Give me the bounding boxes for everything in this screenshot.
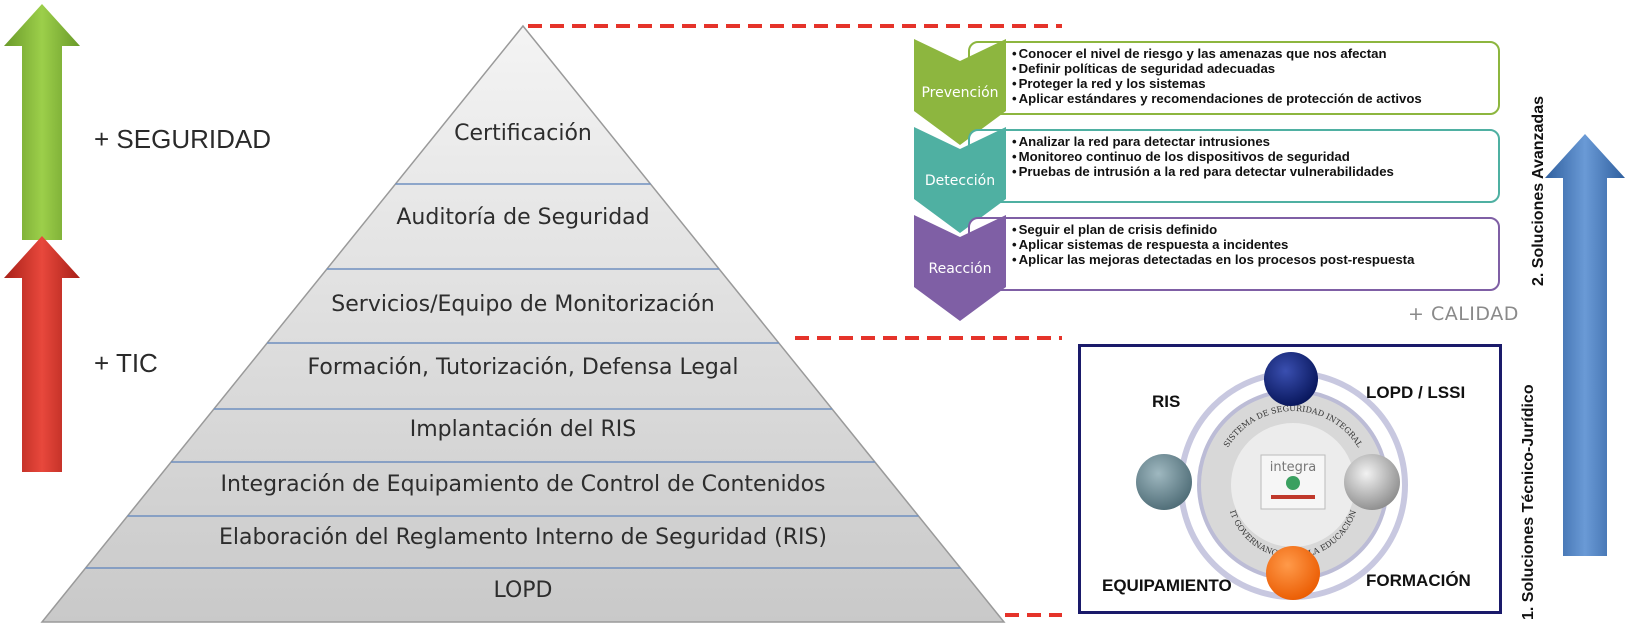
phase-box-2: Analizar la red para detectar intrusione… <box>968 129 1500 203</box>
calidad-arrow <box>1545 134 1625 556</box>
pyramid-level-1: Certificación <box>454 121 592 146</box>
pyramid-level-5: Implantación del RIS <box>409 417 637 442</box>
phase-item: Aplicar sistemas de respuesta a incident… <box>1012 237 1498 252</box>
pyramid-level-8: LOPD <box>493 578 553 603</box>
phase-title-1: Prevención <box>921 85 999 101</box>
label-soluciones-tecnico-juridico: 1. Soluciones Técnico-Jurídico <box>1520 384 1537 620</box>
label-formacion: FORMACIÓN <box>1366 571 1471 590</box>
label-equipamiento: EQUIPAMIENTO <box>1102 576 1232 595</box>
phase-title-2: Detección <box>924 173 996 189</box>
node-lopd <box>1264 352 1318 406</box>
seguridad-arrow <box>4 4 80 240</box>
phase-chevron-shape <box>914 39 1006 145</box>
node-formacion <box>1344 454 1400 510</box>
phase-box-3: Seguir el plan de crisis definidoAplicar… <box>968 217 1500 291</box>
integra-logo-bar <box>1271 495 1315 499</box>
left-arrows <box>4 4 80 472</box>
phase-item: Analizar la red para detectar intrusione… <box>1012 134 1498 149</box>
phase-item: Aplicar las mejoras detectadas en los pr… <box>1012 252 1498 267</box>
blue-arrow-shape <box>1545 134 1625 556</box>
integra-logo-text: integra <box>1270 460 1317 475</box>
node-ris <box>1136 454 1192 510</box>
tic-arrow <box>4 236 80 472</box>
phase-item: Seguir el plan de crisis definido <box>1012 222 1498 237</box>
calidad-label: + CALIDAD <box>1408 303 1519 325</box>
label-lopd-lssi: LOPD / LSSI <box>1366 383 1466 402</box>
phase-title-3: Reacción <box>928 261 992 277</box>
pyramid-shape <box>40 24 1006 623</box>
phase-chevron-shape <box>914 215 1006 321</box>
pyramid-level-6: Integración de Equipamiento de Control d… <box>220 472 826 497</box>
phase-item: Aplicar estándares y recomendaciones de … <box>1012 91 1498 106</box>
pyramid-level-7: Elaboración del Reglamento Interno de Se… <box>218 525 828 550</box>
phase-item: Definir políticas de seguridad adecuadas <box>1012 61 1498 76</box>
phase-chevron-1 <box>914 39 1006 145</box>
pyramid-level-3: Servicios/Equipo de Monitorización <box>331 292 715 317</box>
phase-box-1: Conocer el nivel de riesgo y las amenaza… <box>968 41 1500 115</box>
pyramid-diagram <box>40 24 1062 623</box>
phase-chevron-shape <box>914 127 1006 233</box>
phase-item: Pruebas de intrusión a la red para detec… <box>1012 164 1498 179</box>
ris-cycle-graphic: SISTEMA DE SEGURIDAD INTEGRAL IT GOVERNA… <box>1136 352 1408 600</box>
pyramid-level-2: Auditoría de Seguridad <box>396 205 650 230</box>
phase-chevron-3 <box>914 215 1006 321</box>
phase-item: Conocer el nivel de riesgo y las amenaza… <box>1012 46 1498 61</box>
phase-item: Monitoreo continuo de los dispositivos d… <box>1012 149 1498 164</box>
label-ris: RIS <box>1152 392 1181 411</box>
pyramid-level-4: Formación, Tutorización, Defensa Legal <box>307 355 739 380</box>
ris-diagram-box: SISTEMA DE SEGURIDAD INTEGRAL IT GOVERNA… <box>1078 344 1502 614</box>
phase-chevron-2 <box>914 127 1006 233</box>
tic-label: + TIC <box>94 348 158 378</box>
seguridad-label: + SEGURIDAD <box>94 124 271 154</box>
phase-item: Proteger la red y los sistemas <box>1012 76 1498 91</box>
integra-logo-mark <box>1286 476 1300 490</box>
node-equipamiento <box>1266 546 1320 600</box>
